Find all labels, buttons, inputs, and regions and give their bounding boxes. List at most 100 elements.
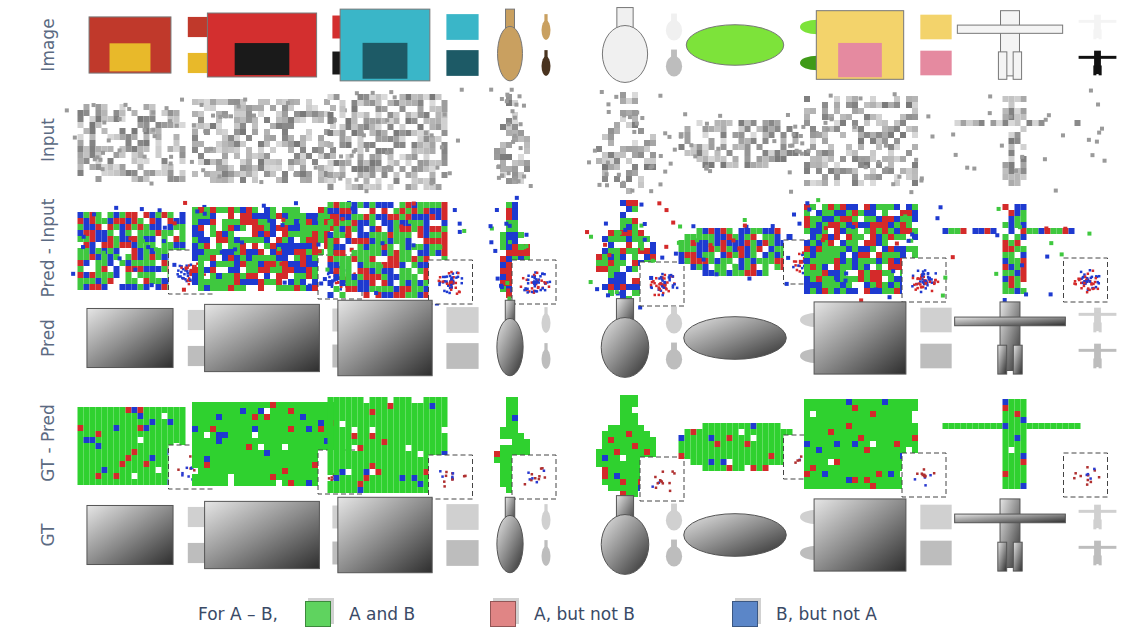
object-shape xyxy=(666,313,682,333)
row-label: GT - Pred xyxy=(38,404,58,482)
row-label: GT xyxy=(38,524,58,547)
row-label: Image xyxy=(38,18,58,71)
object-shape xyxy=(601,318,649,378)
object-shape xyxy=(110,43,151,71)
inset-box xyxy=(1064,258,1108,302)
voxel-cloud xyxy=(169,91,359,184)
object-shape xyxy=(1099,29,1102,39)
object-shape xyxy=(87,308,173,367)
voxel-cloud xyxy=(596,395,684,501)
object-shape xyxy=(446,14,478,40)
object-shape xyxy=(684,514,787,557)
object-shape xyxy=(1099,322,1102,332)
voxel-cloud xyxy=(587,90,667,194)
voxel-cloud xyxy=(920,89,1107,193)
object-shape xyxy=(1099,555,1102,565)
object-shape xyxy=(1079,510,1117,513)
inset-box xyxy=(318,255,362,299)
object-shape xyxy=(1079,56,1117,59)
object-shape xyxy=(957,25,1062,33)
object-shape xyxy=(920,344,951,369)
object-shape xyxy=(920,308,951,333)
object-shape xyxy=(920,15,951,40)
object-shape xyxy=(542,56,551,76)
voxel-cloud xyxy=(78,407,213,489)
object-shape xyxy=(1099,358,1102,368)
legend-text: A, but not B xyxy=(534,604,635,624)
object-shape xyxy=(340,9,430,81)
object-shape xyxy=(955,317,1066,326)
object-shape xyxy=(955,514,1066,523)
voxel-cloud xyxy=(192,402,362,494)
voxel-cloud xyxy=(65,103,207,186)
object-shape xyxy=(542,20,551,40)
object-shape xyxy=(666,510,682,530)
voxel-cloud xyxy=(172,201,362,299)
object-shape xyxy=(497,318,523,375)
voxel-cloud xyxy=(943,399,1108,497)
inset-box xyxy=(640,457,684,501)
legend-swatch xyxy=(490,601,516,627)
voxel-cloud xyxy=(71,205,212,294)
object-shape xyxy=(338,497,432,572)
object-shape xyxy=(601,515,649,575)
object-shape xyxy=(1093,29,1096,39)
object-shape xyxy=(542,313,551,333)
row-label: Pred - Input xyxy=(38,199,58,298)
object-shape xyxy=(998,345,1007,374)
inset-box xyxy=(169,250,213,294)
object-shape xyxy=(920,505,951,530)
object-shape xyxy=(1099,65,1102,75)
object-shape xyxy=(207,13,316,77)
voxel-cloud xyxy=(785,198,946,302)
object-shape xyxy=(686,25,784,66)
voxel-cloud xyxy=(649,218,827,284)
voxel-cloud xyxy=(679,423,828,479)
object-shape xyxy=(446,50,478,76)
object-shape xyxy=(666,546,682,566)
voxel-cloud xyxy=(489,196,556,304)
object-shape xyxy=(1013,52,1021,79)
object-shape xyxy=(602,26,647,83)
object-shape xyxy=(920,541,951,566)
object-shape xyxy=(542,546,551,566)
inset-box xyxy=(512,260,556,304)
object-shape xyxy=(89,17,171,73)
object-shape xyxy=(1079,313,1117,316)
inset-box xyxy=(902,258,946,302)
object-shape xyxy=(814,499,906,571)
object-shape xyxy=(446,343,478,369)
inset-box xyxy=(429,260,473,304)
object-shape xyxy=(87,505,173,564)
voxel-cloud xyxy=(804,399,946,497)
legend-text: B, but not A xyxy=(776,604,877,624)
voxel-cloud xyxy=(308,202,473,306)
inset-box xyxy=(318,450,362,494)
object-shape xyxy=(1079,546,1117,549)
inset-box xyxy=(512,455,556,499)
voxel-cloud xyxy=(494,397,556,499)
voxel-cloud xyxy=(585,200,684,309)
row-label: Input xyxy=(38,118,58,162)
voxel-cloud xyxy=(935,204,1107,302)
legend-swatch xyxy=(305,601,331,627)
object-shape xyxy=(816,11,903,80)
object-shape xyxy=(684,317,787,360)
object-shape xyxy=(920,51,951,76)
inset-box xyxy=(784,435,828,479)
object-shape xyxy=(1093,555,1096,565)
object-shape xyxy=(666,56,682,76)
inset-box xyxy=(169,445,213,489)
object-shape xyxy=(998,52,1006,79)
object-shape xyxy=(235,43,290,75)
object-shape xyxy=(1093,519,1096,529)
voxel-cloud xyxy=(650,112,819,173)
object-shape xyxy=(666,349,682,369)
object-shape xyxy=(666,20,682,40)
object-shape xyxy=(1093,322,1096,332)
object-shape xyxy=(1079,349,1117,352)
object-shape xyxy=(446,504,478,530)
object-shape xyxy=(1093,65,1096,75)
